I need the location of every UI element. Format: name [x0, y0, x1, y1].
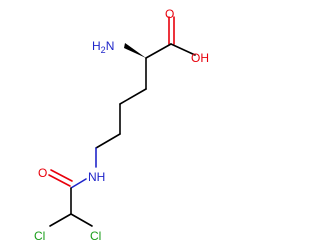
dichloromethyl-group: Cl Cl — [34, 213, 101, 243]
amine-wedge-bond — [124, 43, 146, 58]
amine-label: H2N — [92, 39, 114, 55]
amide-oxygen-label: O — [38, 166, 47, 180]
chain-bond-4 — [95, 133, 121, 149]
hydroxyl-label: OH — [191, 51, 209, 65]
n-carbonyl-bond — [70, 178, 87, 189]
amide-nh-label: NH — [88, 170, 105, 184]
chlorine-right-label: Cl — [90, 229, 101, 243]
c-cl-right-bond — [70, 213, 93, 227]
c-oh-bond — [170, 43, 196, 56]
amide-group: NH O — [38, 166, 105, 215]
chain-bond-2 — [119, 88, 147, 105]
c-cl-left-bond — [49, 213, 72, 227]
side-chain — [95, 57, 147, 168]
alpha-carboxyl-bond — [145, 43, 172, 59]
carbonyl-oxygen-label: O — [165, 7, 174, 21]
alpha-carbon-group: H2N — [92, 39, 172, 59]
amide-double-bond-a — [48, 174, 71, 187]
chlorine-left-label: Cl — [34, 229, 45, 243]
structure-drawing: O OH H2N NH O C — [34, 7, 209, 243]
amide-double-bond-b — [50, 169, 73, 182]
molecule-structure: O OH H2N NH O C — [34, 7, 209, 243]
carboxylic-acid-group: O OH — [165, 7, 209, 65]
